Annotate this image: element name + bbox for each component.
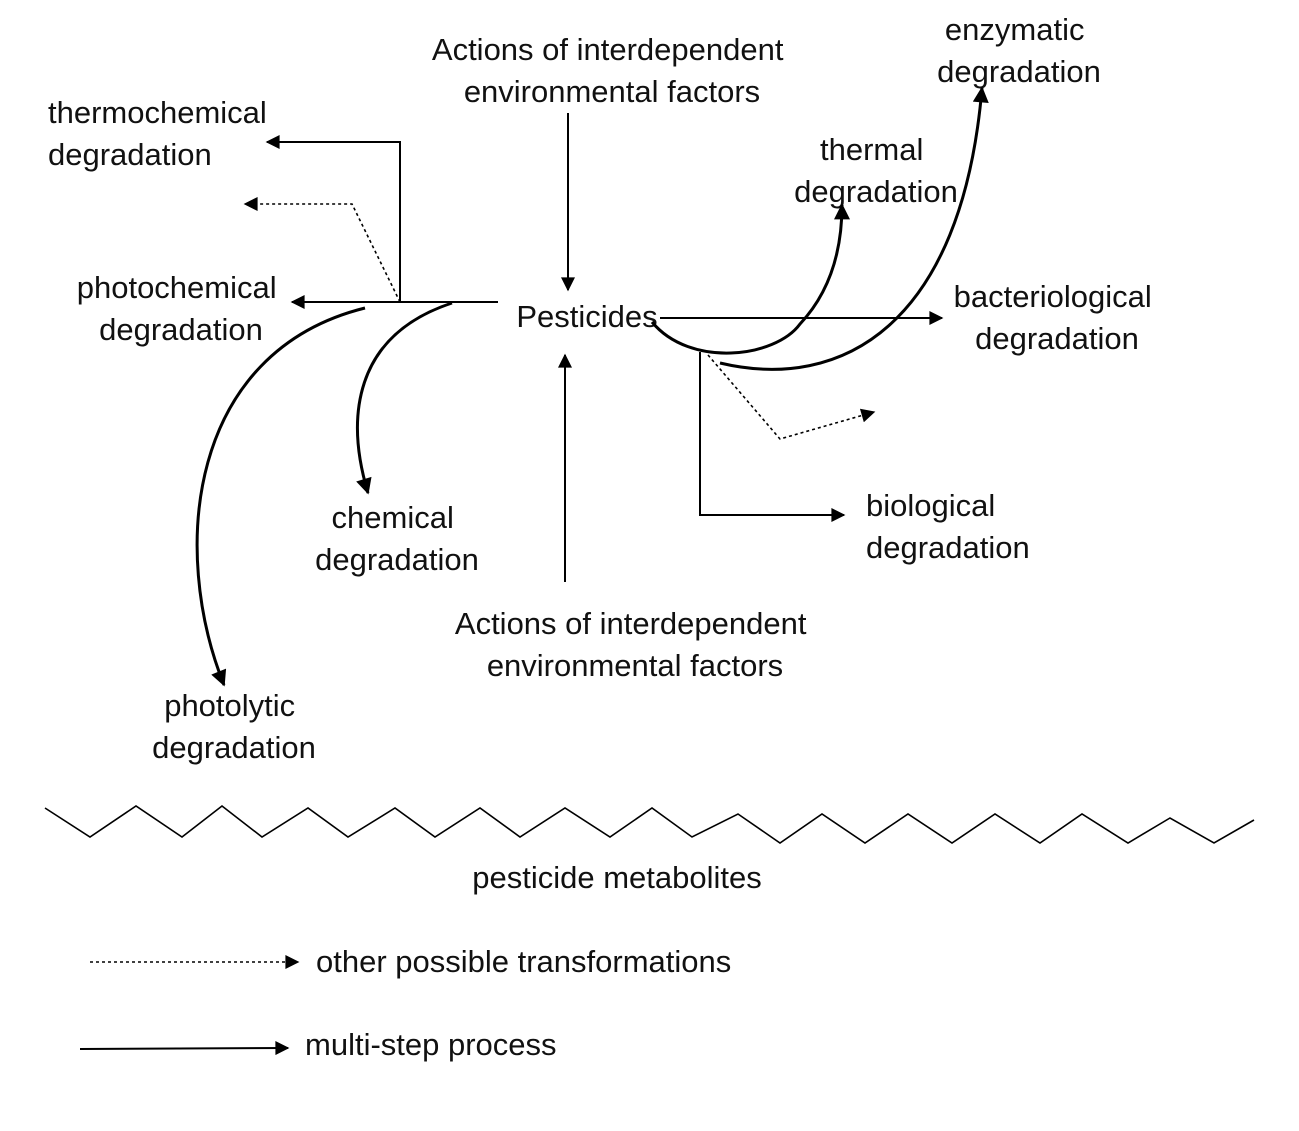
thermal-degradation-label: thermal degradation bbox=[794, 132, 958, 209]
pesticides-label: Pesticides bbox=[516, 299, 657, 334]
thermochemical-degradation-label: thermochemical degradation bbox=[48, 95, 275, 172]
arrow-thermal bbox=[650, 203, 850, 355]
bacteriological-degradation-label: bacteriological degradation bbox=[954, 279, 1161, 356]
pesticide-metabolites-label: pesticide metabolites bbox=[472, 860, 762, 895]
actions-top-label: Actions of interdependent environmental … bbox=[432, 32, 792, 109]
arrow-chemical bbox=[356, 301, 453, 495]
actions-bottom-label: Actions of interdependent environmental … bbox=[455, 606, 815, 683]
arrow-enzymatic bbox=[719, 86, 989, 371]
metabolites-zigzag bbox=[44, 804, 1255, 844]
biological-degradation-label: biological degradation bbox=[866, 488, 1030, 565]
dotted-arrow-left bbox=[243, 197, 401, 303]
arrow-photolytic bbox=[195, 306, 366, 687]
arrow-thermochemical bbox=[265, 135, 401, 302]
legend-dotted-label: other possible transformations bbox=[316, 944, 731, 979]
photochemical-degradation-label: photochemical degradation bbox=[77, 270, 286, 347]
arrow-biological bbox=[699, 352, 846, 522]
photolytic-degradation-label: photolytic degradation bbox=[152, 688, 316, 765]
chemical-degradation-label: chemical degradation bbox=[315, 500, 479, 577]
enzymatic-degradation-label: enzymatic degradation bbox=[937, 12, 1101, 89]
dotted-arrow-right bbox=[707, 354, 876, 440]
legend-solid-label: multi-step process bbox=[305, 1027, 557, 1062]
legend-solid-arrow bbox=[79, 1041, 290, 1056]
